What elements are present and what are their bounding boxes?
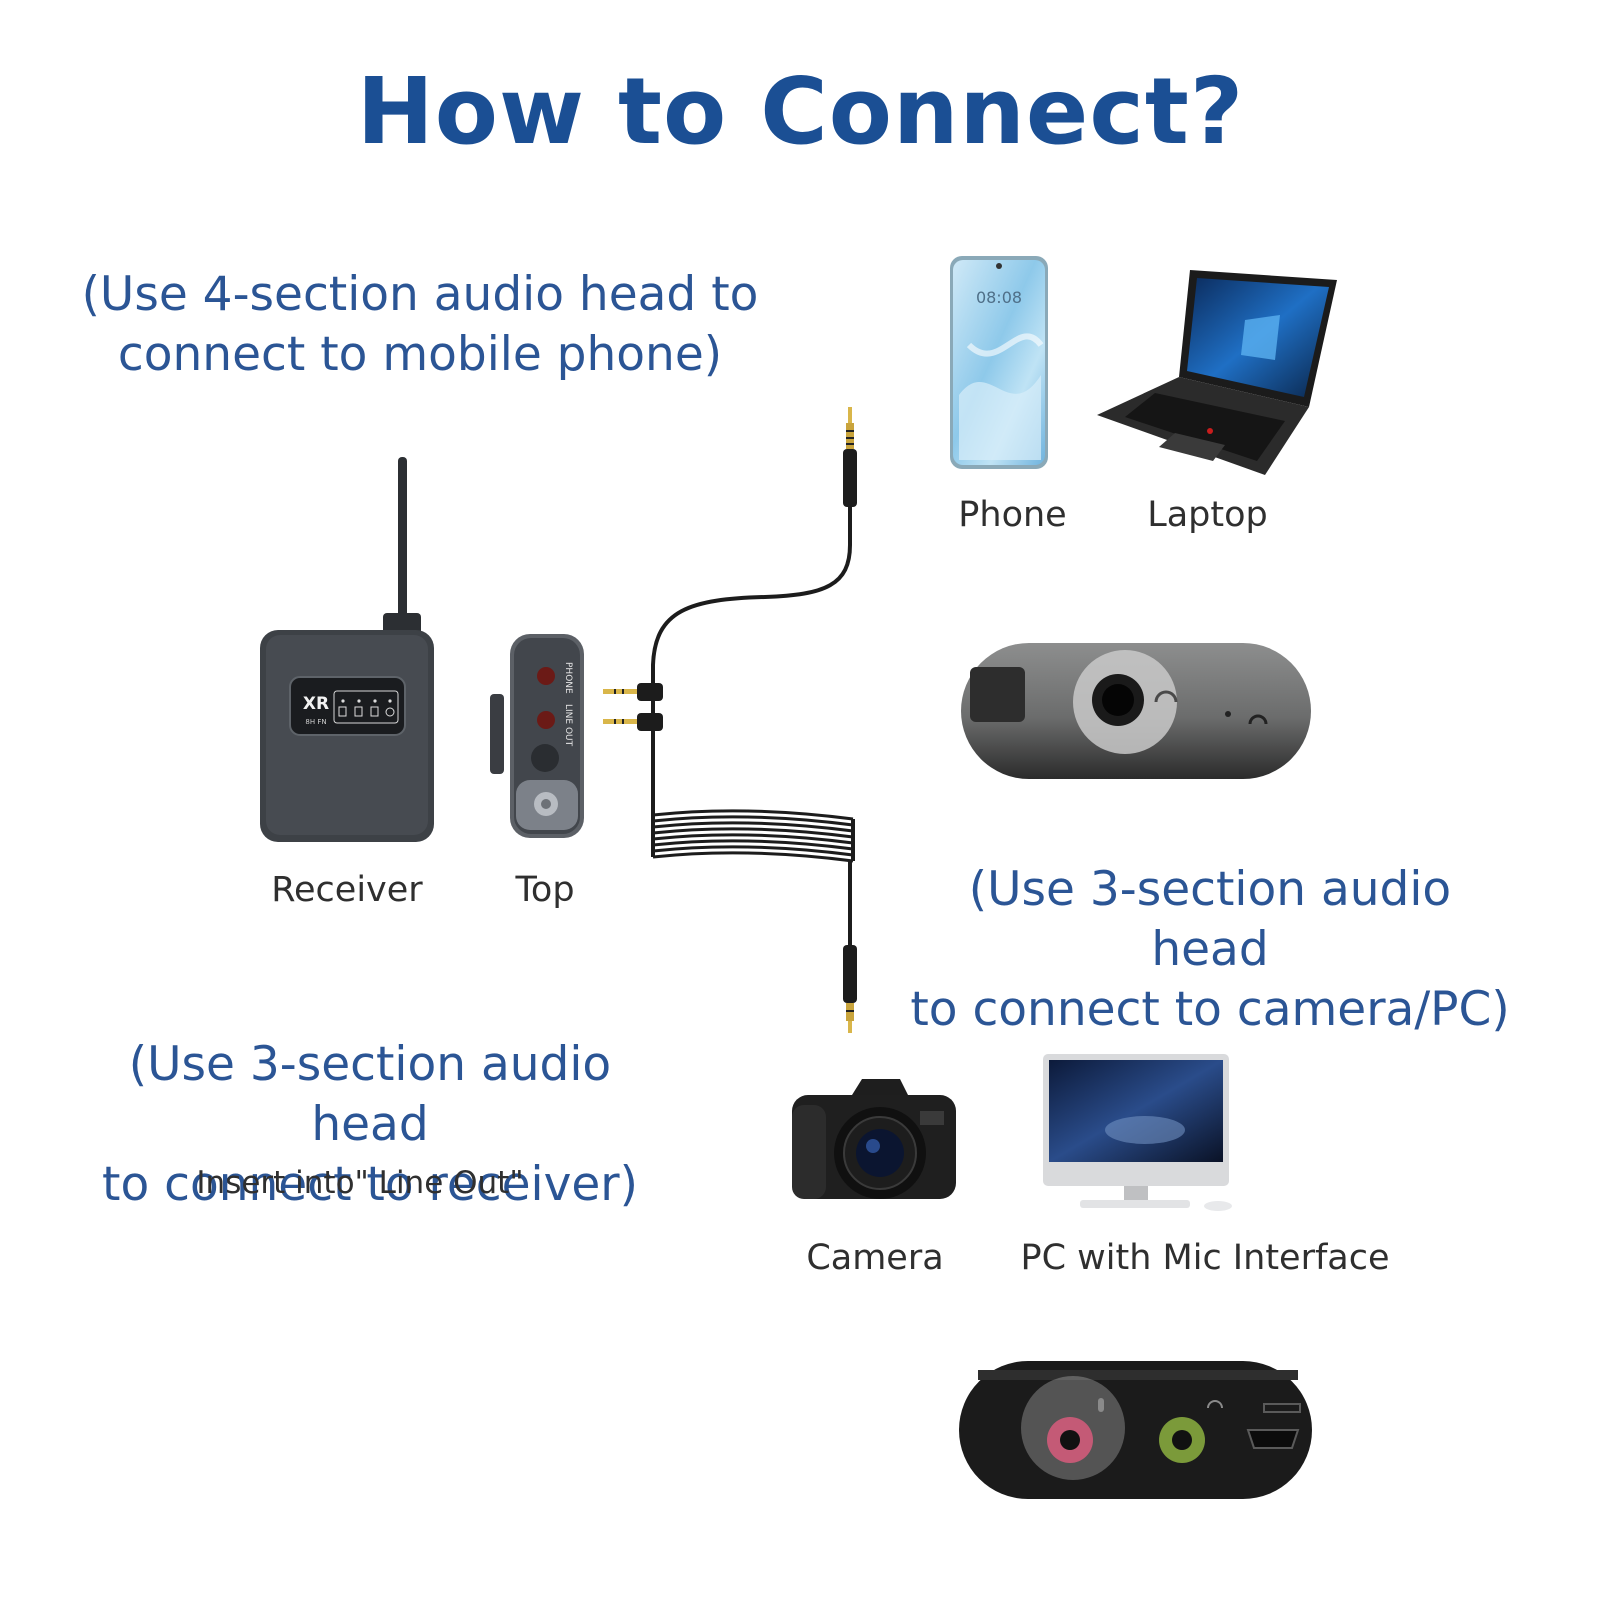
- mic-port-panel-icon: [959, 1361, 1312, 1499]
- camera-label: Camera: [806, 1238, 944, 1278]
- audio-cable-icon: [603, 407, 857, 1033]
- laptop-icon: [1097, 270, 1337, 475]
- page-title: How to Connect?: [356, 58, 1245, 165]
- top-phone-label: PHONE: [563, 662, 573, 694]
- receiver-icon: XR 8H FN: [260, 457, 434, 842]
- note-receiver-sub: Insert into" Line Out": [196, 1165, 524, 1201]
- note-mobile-line2: connect to mobile phone): [117, 327, 723, 382]
- receiver-sub: 8H FN: [305, 718, 326, 726]
- camera-icon: [792, 1079, 956, 1199]
- phone-label: Phone: [958, 495, 1067, 535]
- receiver-top-icon: PHONE LINE OUT: [490, 634, 584, 838]
- note-camera-pc-line2: to connect to camera/PC): [910, 982, 1510, 1037]
- note-receiver-line2: to connect to receiver): [102, 1157, 638, 1212]
- receiver-badge: XR: [303, 694, 329, 714]
- top-label: Top: [515, 870, 575, 910]
- note-receiver-line1: (Use 3-section audio head: [128, 1037, 612, 1152]
- note-receiver: (Use 3-section audio head to connect to …: [65, 1035, 675, 1215]
- note-camera-pc-line1: (Use 3-section audio head: [968, 862, 1452, 977]
- receiver-label: Receiver: [271, 870, 423, 910]
- phone-time: 08:08: [976, 288, 1022, 307]
- headphone-jack-icon: [961, 643, 1311, 779]
- note-mobile: (Use 4-section audio head to connect to …: [60, 265, 780, 385]
- phone-icon: 08:08: [950, 256, 1048, 469]
- laptop-label: Laptop: [1147, 495, 1268, 535]
- top-lineout-label: LINE OUT: [563, 704, 573, 747]
- note-mobile-line1: (Use 4-section audio head to: [81, 267, 759, 322]
- pc-label: PC with Mic Interface: [1020, 1238, 1390, 1278]
- note-camera-pc: (Use 3-section audio head to connect to …: [905, 860, 1515, 1040]
- desktop-pc-icon: [1043, 1054, 1232, 1211]
